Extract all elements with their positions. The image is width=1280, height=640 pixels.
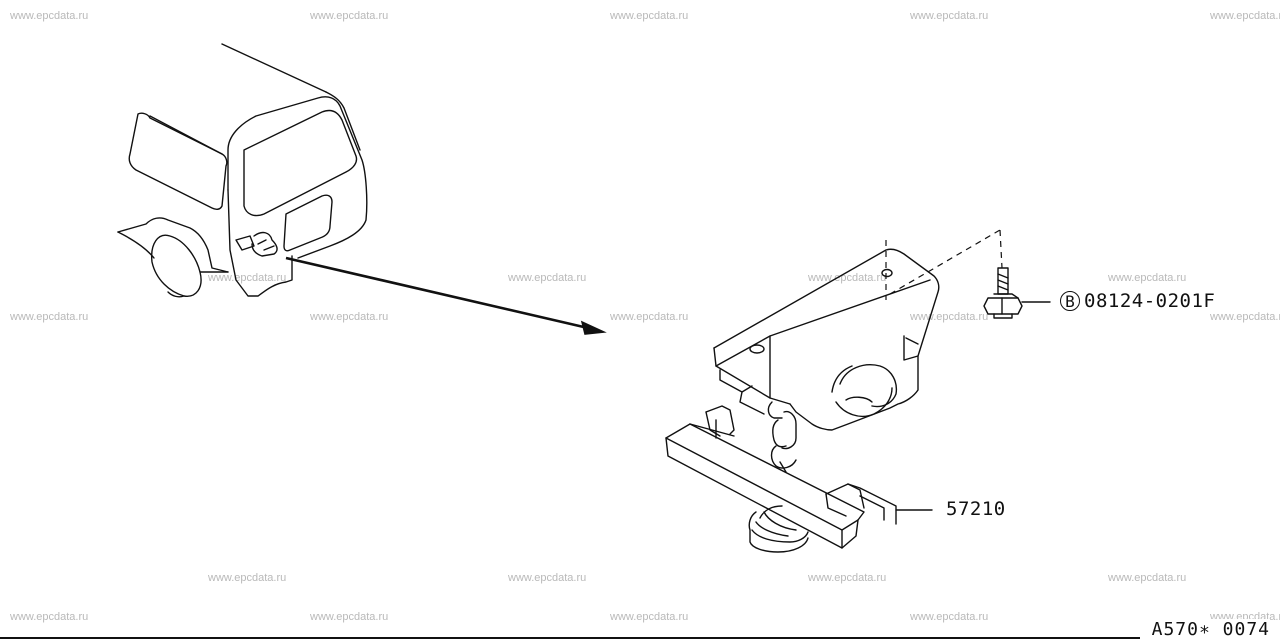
watermark: www.epcdata.ru <box>508 272 587 284</box>
vehicle-rear-illustration <box>117 43 368 298</box>
watermark: www.epcdata.ru <box>1210 10 1280 22</box>
diagram-id: A570∗ 0074 <box>1151 619 1270 640</box>
hook-chain <box>767 401 797 473</box>
watermark: www.epcdata.ru <box>208 272 287 284</box>
watermark: www.epcdata.ru <box>610 311 689 323</box>
watermark: www.epcdata.ru <box>208 572 287 584</box>
watermark: www.epcdata.ru <box>808 272 887 284</box>
watermark: www.epcdata.ru <box>10 611 89 623</box>
watermark: www.epcdata.ru <box>1108 572 1187 584</box>
bolt-callout: B 08124-0201F <box>1060 290 1215 312</box>
bolt-prefix-symbol: B <box>1060 291 1080 311</box>
winch-drum <box>748 505 809 553</box>
watermark: www.epcdata.ru <box>808 572 887 584</box>
watermark: www.epcdata.ru <box>310 311 389 323</box>
watermark: www.epcdata.ru <box>508 572 587 584</box>
watermark: www.epcdata.ru <box>910 10 989 22</box>
watermark: www.epcdata.ru <box>310 611 389 623</box>
watermark: www.epcdata.ru <box>10 10 89 22</box>
watermark: www.epcdata.ru <box>910 611 989 623</box>
watermark: www.epcdata.ru <box>310 10 389 22</box>
bracket-lower-rail <box>665 405 897 549</box>
bracket-part-number: 57210 <box>946 498 1006 520</box>
watermark: www.epcdata.ru <box>1210 311 1280 323</box>
leader-arrow <box>285 256 607 335</box>
watermark: www.epcdata.ru <box>1108 272 1187 284</box>
bolt <box>885 229 1023 319</box>
bracket-upper-plate <box>713 248 940 431</box>
bottom-rule <box>0 637 1140 639</box>
bolt-part-number: 08124-0201F <box>1084 290 1216 312</box>
watermark: www.epcdata.ru <box>610 10 689 22</box>
watermark: www.epcdata.ru <box>610 611 689 623</box>
watermark: www.epcdata.ru <box>10 311 89 323</box>
